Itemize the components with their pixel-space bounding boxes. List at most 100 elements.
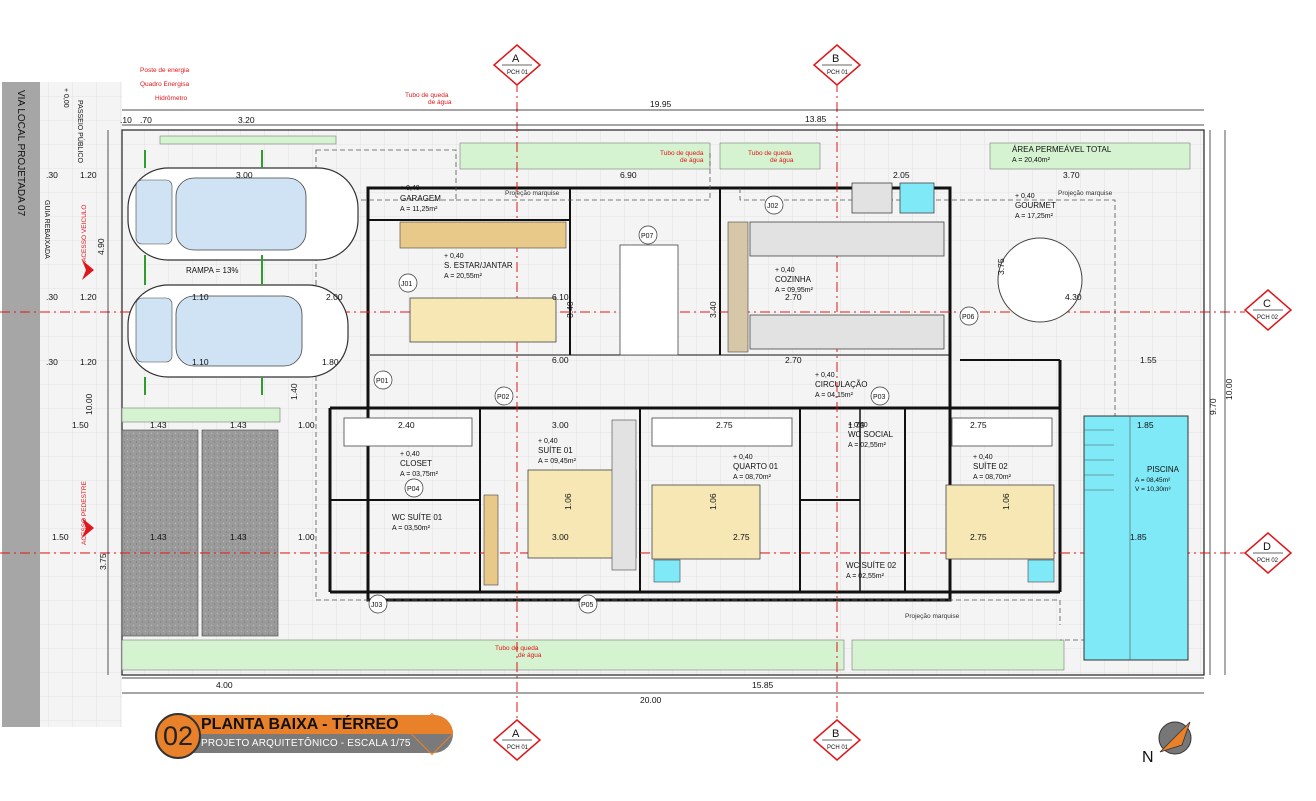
svg-text:+ 0,40: + 0,40 xyxy=(815,372,835,379)
svg-text:+ 0,40: + 0,40 xyxy=(538,438,558,445)
svg-text:.10: .10 xyxy=(120,115,132,125)
svg-text:B: B xyxy=(832,53,839,65)
svg-text:2.75: 2.75 xyxy=(970,532,987,542)
sheet-title: PLANTA BAIXA - TÉRREO xyxy=(201,716,399,733)
svg-text:P07: P07 xyxy=(641,233,654,240)
permeable-strip-bottom xyxy=(121,639,845,671)
svg-text:N: N xyxy=(1142,749,1154,766)
svg-text:3.00: 3.00 xyxy=(552,420,569,430)
parking-wheel-stops xyxy=(144,150,263,395)
tv-panel xyxy=(399,221,567,249)
svg-text:PCH 02: PCH 02 xyxy=(1257,558,1279,564)
room-labels: + 0,40 GARAGEM A = 11,25m² + 0,40 S. EST… xyxy=(392,145,1112,580)
svg-text:+ 0,40: + 0,40 xyxy=(444,253,464,260)
front-paving-1 xyxy=(121,429,199,637)
svg-text:P06: P06 xyxy=(962,314,975,321)
kitchen-wall-strip xyxy=(727,221,749,353)
svg-text:.30: .30 xyxy=(46,357,58,367)
svg-text:3.40: 3.40 xyxy=(708,301,718,318)
svg-text:GARAGEM: GARAGEM xyxy=(400,194,441,203)
nightstand-quarto xyxy=(653,559,681,583)
svg-text:6.90: 6.90 xyxy=(620,170,637,180)
pool-name: PISCINA xyxy=(1147,465,1180,474)
svg-text:Projeção marquise: Projeção marquise xyxy=(905,613,960,620)
svg-text:A = 03,75m²: A = 03,75m² xyxy=(400,471,439,478)
svg-text:1.06: 1.06 xyxy=(1001,493,1011,510)
svg-text:P05: P05 xyxy=(581,602,594,609)
svg-text:P02: P02 xyxy=(497,394,510,401)
north-arrow-icon: N xyxy=(1142,721,1192,766)
svg-text:Poste de energia: Poste de energia xyxy=(140,67,190,74)
svg-text:A = 20,40m²: A = 20,40m² xyxy=(1012,157,1051,164)
svg-text:4.30: 4.30 xyxy=(1065,292,1082,302)
svg-text:Hidrômetro: Hidrômetro xyxy=(155,95,188,102)
section-marker-c: C PCH 02 xyxy=(1243,289,1293,331)
svg-text:Tubo de queda: Tubo de queda xyxy=(748,150,792,157)
svg-text:3.20: 3.20 xyxy=(238,115,255,125)
desk-suite-01 xyxy=(611,419,637,571)
svg-text:1.43: 1.43 xyxy=(150,532,167,542)
pool-area: A = 08,45m² xyxy=(1135,477,1171,484)
svg-text:WC SOCIAL: WC SOCIAL xyxy=(848,430,893,439)
dining-table xyxy=(619,244,679,356)
svg-text:SUÍTE 02: SUÍTE 02 xyxy=(973,462,1008,471)
svg-text:1.10: 1.10 xyxy=(192,292,209,302)
svg-text:+ 0,40: + 0,40 xyxy=(400,185,420,192)
svg-text:10.00: 10.00 xyxy=(1224,378,1234,400)
svg-text:3.00: 3.00 xyxy=(552,532,569,542)
svg-text:de água: de água xyxy=(518,652,542,659)
svg-text:3.70: 3.70 xyxy=(1063,170,1080,180)
svg-text:P01: P01 xyxy=(376,378,389,385)
svg-text:1.85: 1.85 xyxy=(1137,420,1154,430)
svg-text:D: D xyxy=(1263,541,1271,553)
svg-text:1.43: 1.43 xyxy=(230,532,247,542)
svg-text:A = 11,25m²: A = 11,25m² xyxy=(400,206,438,213)
svg-text:PCH 01: PCH 01 xyxy=(507,745,529,751)
bed-quarto-01 xyxy=(651,484,761,560)
sofa xyxy=(409,297,557,343)
permeable-strip-bottom-2 xyxy=(851,639,1065,671)
svg-text:S. ESTAR/JANTAR: S. ESTAR/JANTAR xyxy=(444,261,513,270)
svg-text:A = 03,50m²: A = 03,50m² xyxy=(392,525,431,532)
svg-text:.30: .30 xyxy=(46,292,58,302)
svg-text:.30: .30 xyxy=(46,170,58,180)
svg-text:QUARTO 01: QUARTO 01 xyxy=(733,462,779,471)
svg-text:Tubo de queda: Tubo de queda xyxy=(405,92,449,99)
svg-text:+ 0,40: + 0,40 xyxy=(775,267,795,274)
svg-text:3.40: 3.40 xyxy=(565,301,575,318)
dimension-texts: 19.95 13.85 20.00 4.00 15.85 10.00 9.70 … xyxy=(46,99,1234,705)
svg-text:A = 20,55m²: A = 20,55m² xyxy=(444,273,483,280)
title-bar-accent xyxy=(175,715,453,734)
car-bottom xyxy=(127,284,349,378)
svg-text:1.10: 1.10 xyxy=(192,357,209,367)
svg-text:A = 02,55m²: A = 02,55m² xyxy=(846,573,885,580)
svg-text:de água: de água xyxy=(770,157,794,164)
svg-text:SUÍTE 01: SUÍTE 01 xyxy=(538,446,573,455)
pool-volume: V = 10,30m³ xyxy=(1135,486,1171,493)
svg-text:ACESSO VEICULO: ACESSO VEICULO xyxy=(81,205,88,262)
wardrobe-closet xyxy=(343,417,473,447)
svg-text:A = 08,70m²: A = 08,70m² xyxy=(733,474,772,481)
svg-text:de água: de água xyxy=(428,99,452,106)
permeable-strip-top-4 xyxy=(989,142,1191,170)
svg-text:ÁREA PERMEÁVEL TOTAL: ÁREA PERMEÁVEL TOTAL xyxy=(1012,145,1112,154)
panel-suite-01 xyxy=(483,494,499,586)
section-marker-d: D PCH 02 xyxy=(1243,532,1293,574)
svg-text:+ 0,40: + 0,40 xyxy=(848,422,868,429)
utility-labels: Poste de energia Quadro Energisa Hidrôme… xyxy=(81,67,794,659)
svg-text:1.20: 1.20 xyxy=(80,357,97,367)
dimension-lines xyxy=(107,109,1226,694)
car-top xyxy=(127,167,359,261)
kitchen-counter-2 xyxy=(749,314,945,350)
svg-text:6.00: 6.00 xyxy=(552,355,569,365)
fridge xyxy=(899,182,935,214)
svg-text:1.50: 1.50 xyxy=(72,420,89,430)
svg-text:PCH 02: PCH 02 xyxy=(1257,315,1279,321)
svg-text:19.95: 19.95 xyxy=(650,99,672,109)
svg-text:+ 0,40: + 0,40 xyxy=(973,454,993,461)
svg-text:1.43: 1.43 xyxy=(150,420,167,430)
svg-text:1.85: 1.85 xyxy=(1130,532,1147,542)
permeable-strip-top-1 xyxy=(159,135,337,145)
svg-text:A = 02,55m²: A = 02,55m² xyxy=(848,442,887,449)
svg-text:13.85: 13.85 xyxy=(805,114,827,124)
